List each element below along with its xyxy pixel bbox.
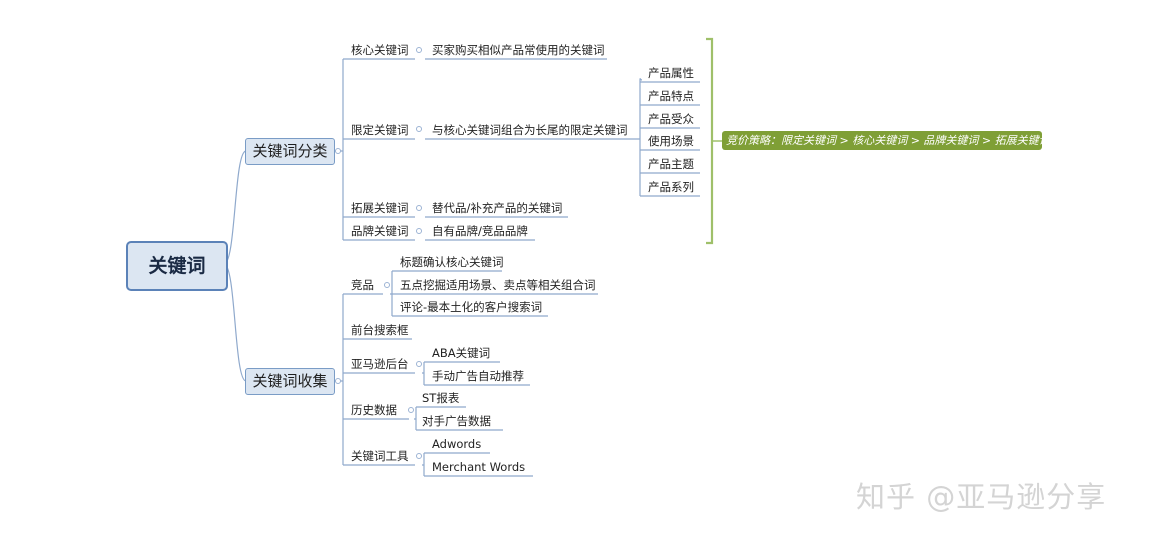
node-limit-child[interactable]: 产品属性 <box>648 66 694 80</box>
collapse-icon[interactable] <box>416 47 422 53</box>
node-limit-desc[interactable]: 与核心关键词组合为长尾的限定关键词 <box>432 123 628 137</box>
node-brand-keyword[interactable]: 品牌关键词 <box>351 224 409 238</box>
collapse-icon[interactable] <box>416 453 422 459</box>
collapse-icon[interactable] <box>335 378 341 384</box>
collapse-icon[interactable] <box>384 282 390 288</box>
category-collect[interactable]: 关键词收集 <box>245 368 335 395</box>
node-history-child[interactable]: 对手广告数据 <box>422 414 491 428</box>
watermark: 知乎 @亚马逊分享 <box>856 480 1107 514</box>
category-classify[interactable]: 关键词分类 <box>245 138 335 165</box>
node-limit-child[interactable]: 产品特点 <box>648 89 694 103</box>
collapse-icon[interactable] <box>335 148 341 154</box>
node-history-data[interactable]: 历史数据 <box>351 403 397 417</box>
node-backend-child[interactable]: ABA关键词 <box>432 346 491 360</box>
strategy-callout[interactable]: 竞价策略：限定关键词 > 核心关键词 > 品牌关键词 > 拓展关键词 <box>722 131 1050 150</box>
root-node[interactable]: 关键词 <box>126 241 228 291</box>
node-frontend-search[interactable]: 前台搜索框 <box>351 323 409 337</box>
link-limit-children <box>636 78 643 196</box>
node-keyword-tools[interactable]: 关键词工具 <box>351 449 409 463</box>
node-limit-child[interactable]: 使用场景 <box>648 134 694 148</box>
node-tools-child[interactable]: Merchant Words <box>432 460 526 474</box>
collapse-icon[interactable] <box>416 361 422 367</box>
node-competitor-child[interactable]: 五点挖掘适用场景、卖点等相关组合词 <box>400 278 596 292</box>
node-competitor-child[interactable]: 标题确认核心关键词 <box>400 255 504 269</box>
node-core-keyword[interactable]: 核心关键词 <box>351 43 409 57</box>
node-amazon-backend[interactable]: 亚马逊后台 <box>351 357 409 371</box>
bracket-shape <box>706 37 714 245</box>
node-limit-child[interactable]: 产品受众 <box>648 112 694 126</box>
node-tools-child[interactable]: Adwords <box>432 437 482 451</box>
node-backend-child[interactable]: 手动广告自动推荐 <box>432 369 524 383</box>
collapse-icon[interactable] <box>408 407 414 413</box>
node-core-desc[interactable]: 买家购买相似产品常使用的关键词 <box>432 43 605 57</box>
collapse-icon[interactable] <box>416 228 422 234</box>
node-expand-keyword[interactable]: 拓展关键词 <box>351 201 409 215</box>
node-brand-desc[interactable]: 自有品牌/竞品品牌 <box>432 224 528 238</box>
node-history-child[interactable]: ST报表 <box>422 391 460 405</box>
node-expand-desc[interactable]: 替代品/补充产品的关键词 <box>432 201 563 215</box>
collapse-icon[interactable] <box>416 126 422 132</box>
node-competitor[interactable]: 竞品 <box>351 278 374 292</box>
node-limit-child[interactable]: 产品主题 <box>648 157 694 171</box>
node-limit-child[interactable]: 产品系列 <box>648 180 694 194</box>
node-competitor-child[interactable]: 评论-最本土化的客户搜索词 <box>400 300 543 314</box>
node-limit-keyword[interactable]: 限定关键词 <box>351 123 409 137</box>
collapse-icon[interactable] <box>416 205 422 211</box>
